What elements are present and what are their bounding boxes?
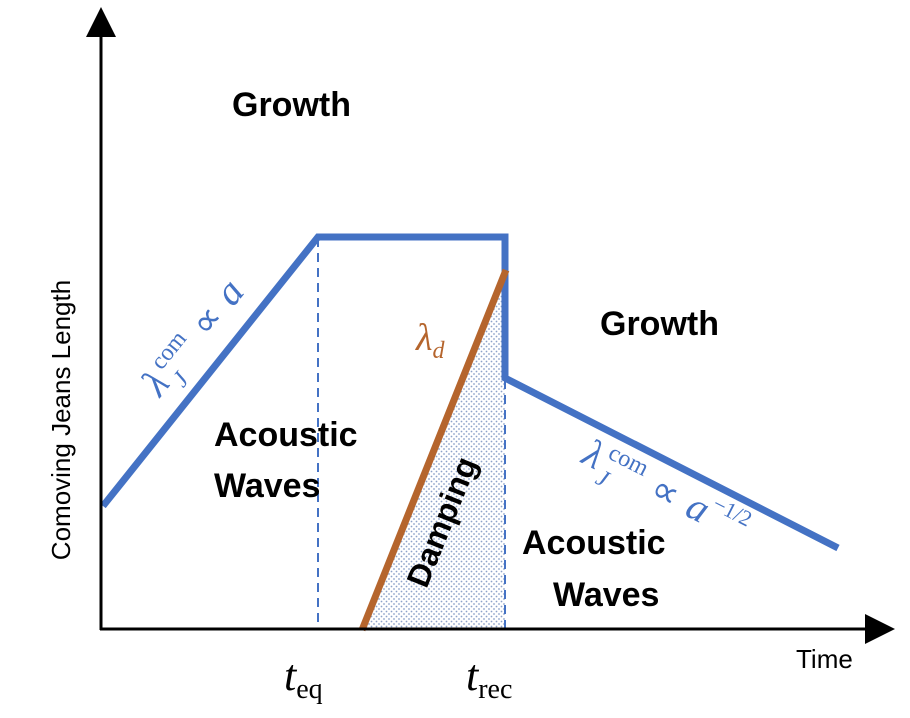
t-rec-tick-label: trec: [466, 651, 512, 705]
jeans-length-curve: [100, 233, 840, 552]
svg-text:com: com: [146, 326, 192, 375]
t-eq-tick-label: teq: [284, 651, 323, 705]
damping-scale-line: [358, 268, 510, 632]
growth-right-label: Growth: [600, 305, 719, 343]
growth-top-label: Growth: [232, 86, 351, 124]
y-axis-label: Comoving Jeans Length: [46, 280, 76, 560]
damping-scale-annotation: λd: [415, 317, 445, 364]
acoustic-left-label-line1: Acoustic: [214, 416, 358, 454]
acoustic-right-label-line2: Waves: [553, 576, 659, 614]
acoustic-left-label-line2: Waves: [214, 467, 320, 505]
x-axis-label: Time: [796, 644, 853, 674]
svg-text:a: a: [205, 270, 253, 314]
svg-text:−1/2: −1/2: [709, 491, 756, 532]
svg-text:∝: ∝: [644, 467, 687, 517]
acoustic-right-label-line1: Acoustic: [522, 524, 666, 562]
svg-text:∝: ∝: [182, 297, 232, 345]
